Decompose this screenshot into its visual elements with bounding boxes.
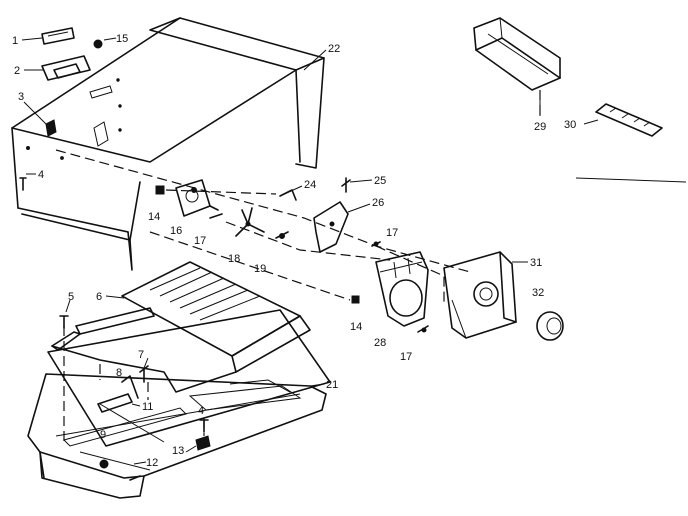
callout-11: 11 <box>142 401 153 413</box>
callout-29: 29 <box>534 121 546 133</box>
part-18-fan-blade <box>235 207 265 237</box>
part-32-knob <box>536 311 564 341</box>
part-9-grommet <box>99 459 109 469</box>
callout-6: 6 <box>96 291 102 303</box>
callout-28: 28 <box>374 337 386 349</box>
callout-19: 19 <box>254 263 266 275</box>
callout-24: 24 <box>304 179 316 191</box>
callout-32: 32 <box>532 287 544 299</box>
callout-8: 8 <box>116 367 122 379</box>
callout-14-upper: 14 <box>148 211 160 223</box>
part-13-clip <box>195 435 211 451</box>
base-pan <box>27 309 331 499</box>
part-19-nut <box>275 231 289 239</box>
callout-25: 25 <box>374 175 386 187</box>
callout-2: 2 <box>14 65 20 77</box>
callout-22: 22 <box>328 43 340 55</box>
part-11-bracket <box>97 393 133 413</box>
part-15-screw <box>93 39 103 49</box>
callout-31: 31 <box>530 257 542 269</box>
callout-4-lower: 4 <box>198 405 204 417</box>
part-4-screw-lower <box>199 419 209 433</box>
assembly-lines <box>55 90 541 446</box>
callout-14-lower: 14 <box>350 321 362 333</box>
part-31-blower <box>443 251 517 339</box>
part-8-clip <box>121 375 139 399</box>
part-17-screw-lower <box>417 325 429 333</box>
part-26-bracket <box>313 201 349 253</box>
part-2-bracket <box>41 55 91 81</box>
part-17-washer <box>209 213 223 219</box>
part-16-motor <box>175 179 219 217</box>
part-17-screw-mid <box>371 241 381 247</box>
part-3-clip <box>45 119 57 137</box>
callout-18: 18 <box>228 253 240 265</box>
callout-1: 1 <box>12 35 18 47</box>
part-25-screw <box>341 177 351 193</box>
part-5-screw <box>59 315 69 329</box>
callout-13: 13 <box>172 445 184 457</box>
callout-16: 16 <box>170 225 182 237</box>
callout-17-b: 17 <box>386 227 398 239</box>
callout-30: 30 <box>564 119 576 131</box>
callout-7: 7 <box>138 349 144 361</box>
callout-labels: 1 15 2 3 4 22 14 16 17 18 19 24 25 26 17… <box>12 33 576 469</box>
callout-17-c: 17 <box>400 351 412 363</box>
part-12-screw <box>129 475 141 481</box>
part-7-screw <box>139 365 149 383</box>
callout-15: 15 <box>116 33 128 45</box>
callout-4-upper: 4 <box>38 169 44 181</box>
part-4-screw-upper <box>19 177 27 191</box>
callout-9: 9 <box>100 429 106 441</box>
cabinet-housing <box>11 17 325 271</box>
callout-17-a: 17 <box>194 235 206 247</box>
leader-lines <box>21 37 687 465</box>
callout-26: 26 <box>372 197 384 209</box>
callout-21: 21 <box>326 379 338 391</box>
part-28-fan-housing <box>375 251 429 327</box>
part-1-lens <box>41 27 75 45</box>
callout-3: 3 <box>18 91 24 103</box>
callout-5: 5 <box>68 291 74 303</box>
part-30-strip <box>595 103 663 137</box>
part-14-nut-upper <box>155 185 165 195</box>
shelf-partition <box>51 261 311 393</box>
callout-12: 12 <box>146 457 158 469</box>
part-29-filter <box>473 17 561 91</box>
part-14-nut-lower <box>351 295 360 304</box>
